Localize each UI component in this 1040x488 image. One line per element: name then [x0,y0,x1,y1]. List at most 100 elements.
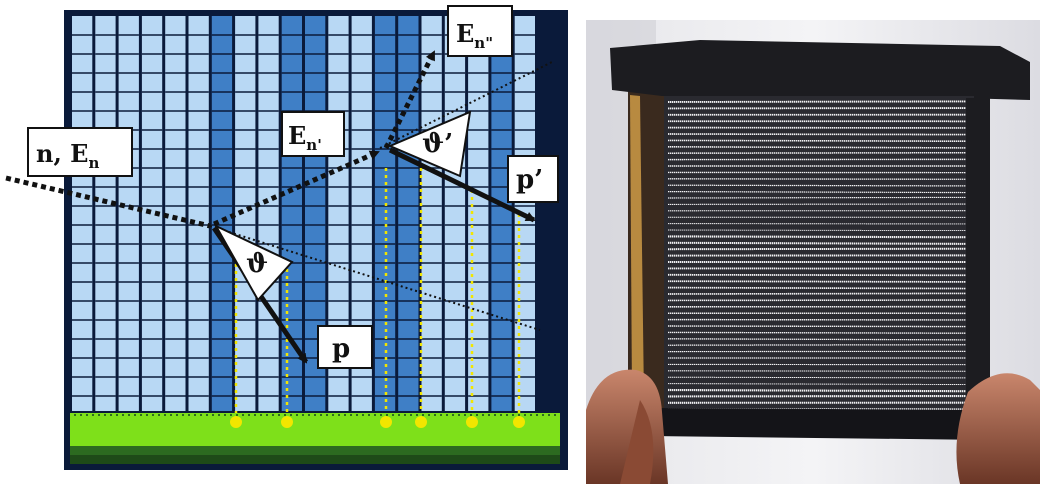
board-pad [434,414,436,416]
second-energy-sub: n" [474,34,493,52]
board-pad [530,414,532,416]
fibre-column [189,16,209,411]
fibre-column [445,16,465,411]
board-pad [320,414,322,416]
board-pad [482,414,484,416]
board-pad [410,414,412,416]
fibre-column [95,16,115,411]
incoming-label-main: n, E [36,139,88,168]
board-pad [158,414,160,416]
right-frame [966,98,990,420]
board-pad [266,414,268,416]
board-pad [506,414,508,416]
readout-board-base [70,455,560,464]
scatter-energy-main: E [288,121,306,150]
second-energy-main: E [456,19,474,48]
signal-dot [230,416,242,428]
board-pad [488,414,490,416]
board-pad [512,414,514,416]
fibre-column [235,16,255,411]
board-pad [254,414,256,416]
fibre-column [212,16,232,411]
signal-dot [513,416,525,428]
board-pad [152,414,154,416]
signal-dot [380,416,392,428]
board-pad [350,414,352,416]
board-pad [332,414,334,416]
board-pad [146,414,148,416]
board-pad [314,414,316,416]
board-pad [470,414,472,416]
board-pad [302,414,304,416]
board-pad [500,414,502,416]
proton-label-2: p’ [516,165,543,195]
readout-board [70,413,560,446]
board-pad [464,414,466,416]
board-pad [392,414,394,416]
angle-label-second: ϑ’ [422,129,453,159]
fibre-column [72,16,92,411]
board-pad [518,414,520,416]
proton-label-1: p [332,334,350,364]
board-pad [548,414,550,416]
board-pad [326,414,328,416]
board-pad [170,414,172,416]
signal-dot [466,416,478,428]
board-pad [458,414,460,416]
board-pad [116,414,118,416]
board-pad [104,414,106,416]
board-pad [404,414,406,416]
board-pad [260,414,262,416]
board-pad [218,414,220,416]
bottom-frame [650,408,990,440]
board-pad [542,414,544,416]
fibre-column [491,16,511,411]
board-pad [206,414,208,416]
board-pad [344,414,346,416]
board-pad [308,414,310,416]
top-frame [610,40,1030,100]
board-pad [74,414,76,416]
board-pad [386,414,388,416]
board-pad [380,414,382,416]
board-pad [374,414,376,416]
board-pad [236,414,238,416]
board-pad [128,414,130,416]
incoming-label-sub: n [88,154,99,172]
board-pad [536,414,538,416]
board-pad [290,414,292,416]
board-pad [476,414,478,416]
board-pad [212,414,214,416]
board-pad [200,414,202,416]
board-pad [440,414,442,416]
board-pad [422,414,424,416]
board-pad [80,414,82,416]
board-pad [188,414,190,416]
signal-dot [415,416,427,428]
board-pad [92,414,94,416]
board-pad [182,414,184,416]
board-pad [446,414,448,416]
board-pad [272,414,274,416]
board-pad [452,414,454,416]
readout-board-edge [70,446,560,455]
board-pad [110,414,112,416]
board-pad [248,414,250,416]
board-pad [398,414,400,416]
detector-diagram: ϑ ϑ’ n, En En' En" p p’ [6,6,568,470]
board-pad [122,414,124,416]
board-pad [278,414,280,416]
board-pad [224,414,226,416]
fibre-column [165,16,185,411]
board-pad [428,414,430,416]
board-pad [164,414,166,416]
board-pad [284,414,286,416]
board-pad [356,414,358,416]
board-pad [242,414,244,416]
fibre-column [119,16,139,411]
board-pad [296,414,298,416]
board-pad [362,414,364,416]
board-pad [86,414,88,416]
scatter-energy-sub: n' [306,136,322,154]
